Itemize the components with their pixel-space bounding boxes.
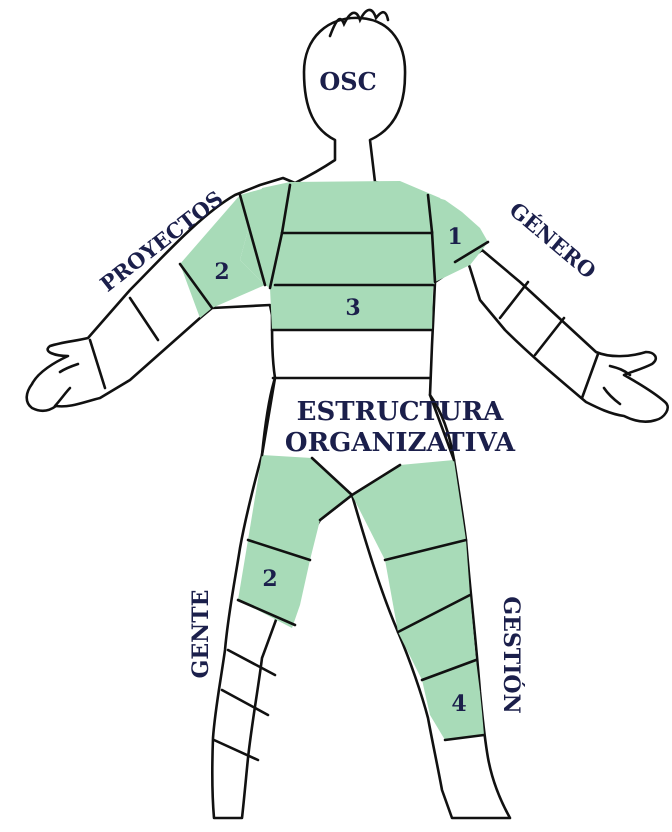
right-arm-score: 2 [214, 259, 229, 285]
left-leg-score: 4 [451, 691, 466, 717]
torso-label-line1: ESTRUCTURA [297, 397, 505, 427]
left-leg-label: GESTIÓN [498, 596, 525, 713]
right-leg-label: GENTE [188, 590, 214, 679]
left-arm-label: GÉNERO [505, 197, 601, 284]
head-label: OSC [319, 67, 376, 96]
torso-score: 3 [345, 295, 360, 321]
torso-label-line2: ORGANIZATIVA [285, 428, 516, 458]
right-leg-score: 2 [262, 566, 277, 592]
left-arm-score: 1 [447, 224, 462, 250]
